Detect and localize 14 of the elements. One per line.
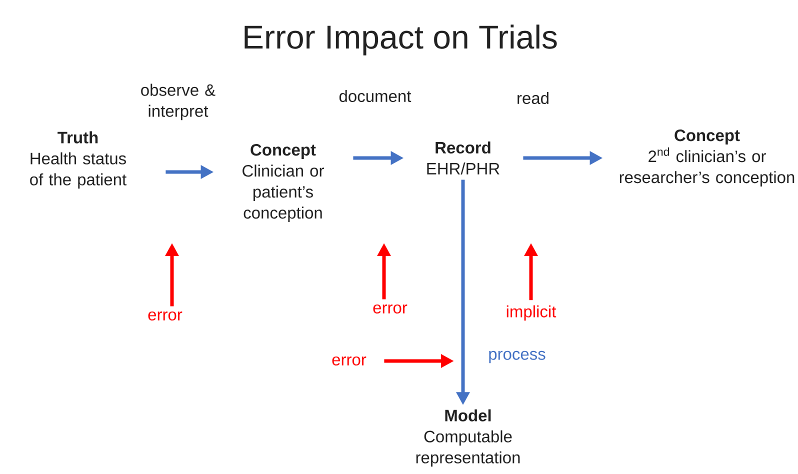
concept-label: Truth Health status of the patient — [30, 131, 126, 189]
concept-label: Record EHR/PHR — [427, 141, 500, 175]
error-label: error — [148, 311, 182, 321]
error-label: error — [332, 356, 366, 366]
concept-label: Model Computable representation — [416, 409, 520, 467]
edge-label: read — [518, 92, 548, 104]
edge-label: process — [489, 350, 546, 364]
concept-label: Concept Clinician or patient’s conception — [242, 144, 324, 222]
error-label: error — [373, 304, 408, 314]
error-label: implicit — [506, 305, 556, 321]
edge-label: document — [339, 90, 412, 102]
edge-label: observe & interpret — [141, 84, 216, 120]
concept-label: Concept 2$^{nd}$ clinician’s or researcher’s conception — [620, 130, 794, 186]
title: Error Impact on Trials — [244, 24, 557, 56]
